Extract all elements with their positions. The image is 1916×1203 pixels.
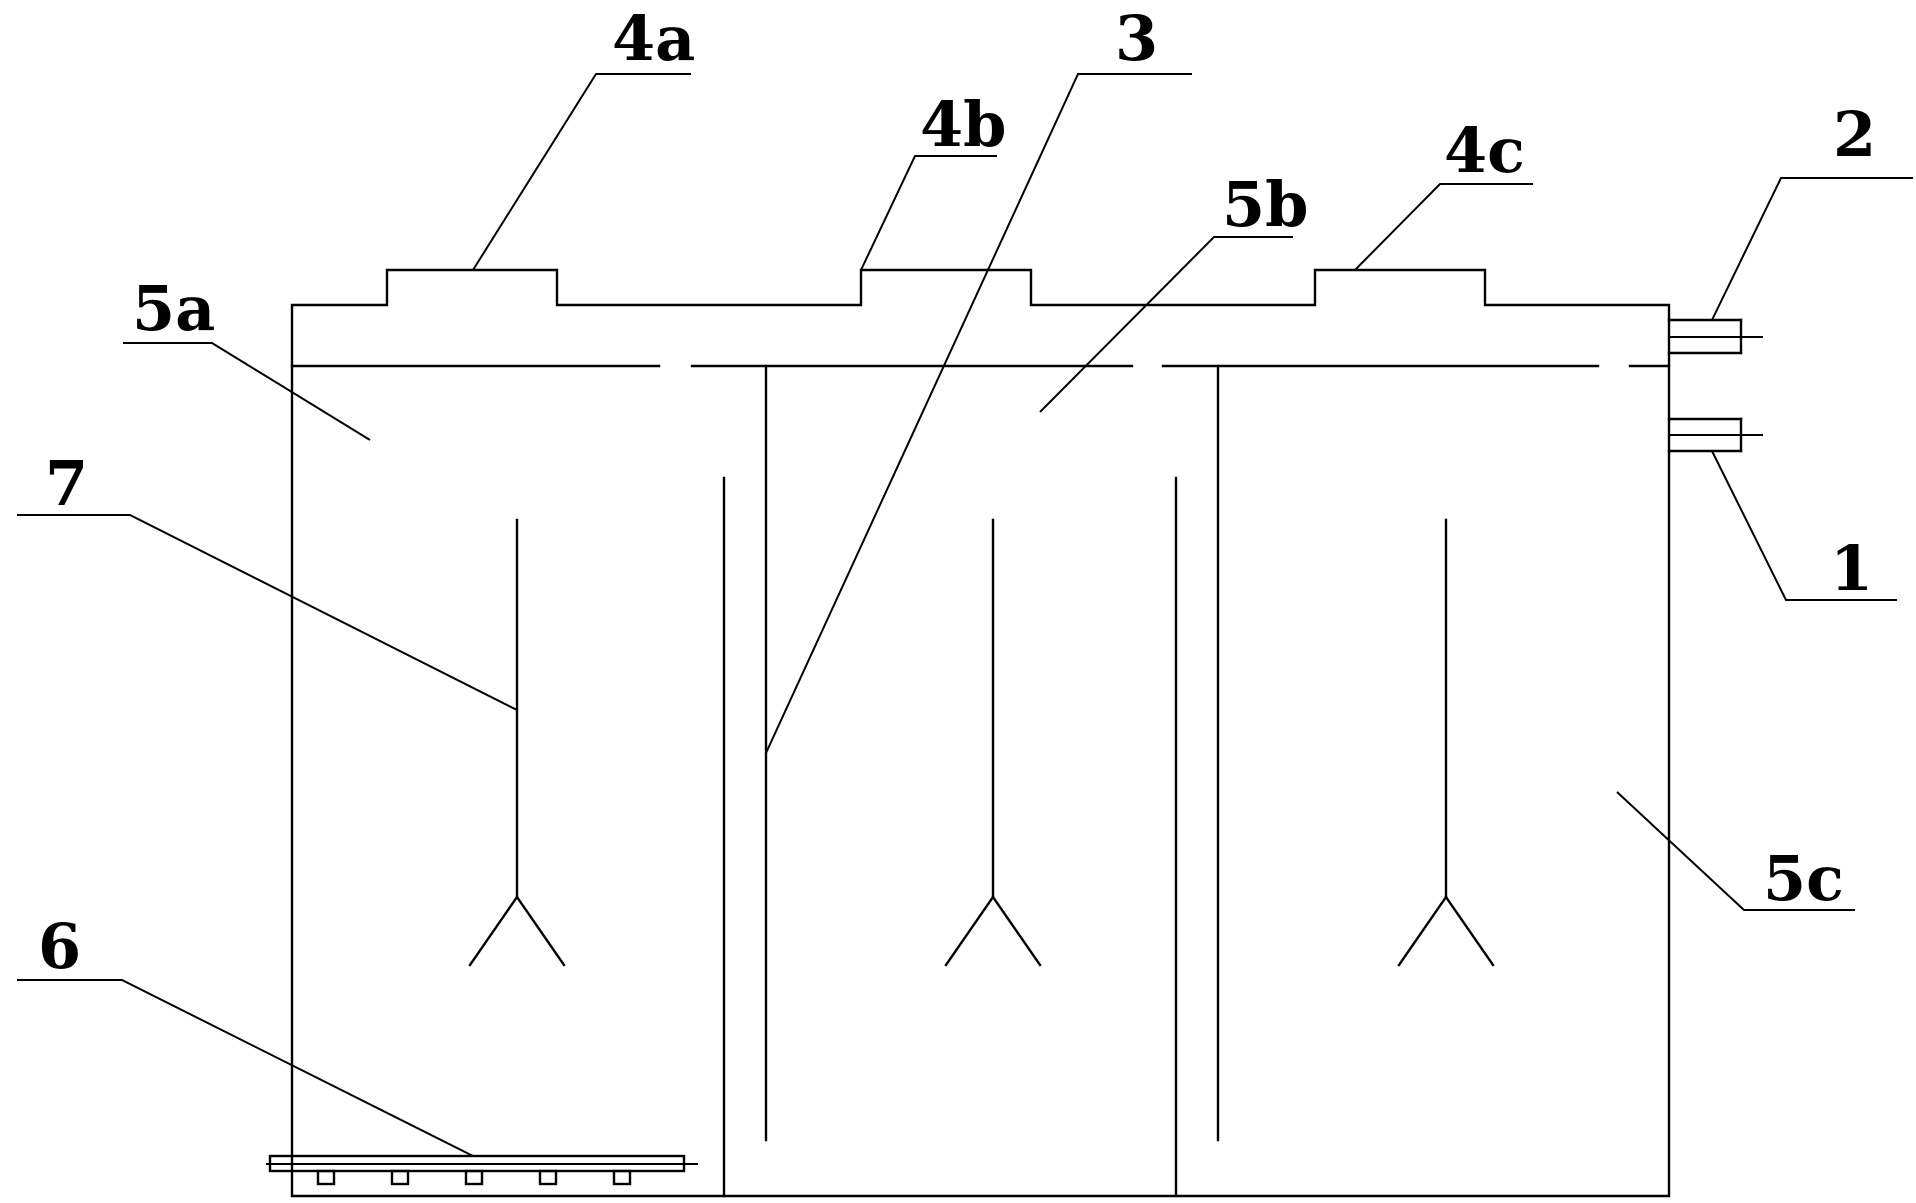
label-5b: 5b <box>1222 168 1309 241</box>
tank-outline <box>290 268 1671 1198</box>
label-4a: 4a <box>612 2 695 75</box>
tank-roof-outline <box>290 268 1671 1198</box>
label-3: 3 <box>1115 2 1158 75</box>
aeration-pipe <box>266 1154 698 1186</box>
leader-3 <box>765 73 1192 754</box>
partition-walls <box>722 364 1220 1198</box>
label-6: 6 <box>38 910 81 983</box>
label-5c: 5c <box>1763 842 1844 915</box>
leader-4b <box>860 155 997 271</box>
stirrer-b <box>944 518 1042 967</box>
leader-2 <box>1711 177 1913 321</box>
leader-6 <box>17 979 474 1157</box>
leader-5b <box>1039 236 1293 413</box>
outlet-pipe-upper <box>1667 318 1763 355</box>
label-2: 2 <box>1833 98 1876 171</box>
leader-5a <box>123 342 371 441</box>
label-7: 7 <box>45 447 88 520</box>
stirrer-c <box>1397 518 1495 967</box>
label-4b: 4b <box>920 88 1007 161</box>
leader-1 <box>1711 450 1897 601</box>
label-4c: 4c <box>1444 114 1525 187</box>
leader-7 <box>17 514 518 711</box>
leader-5c <box>1616 791 1855 911</box>
leader-4a <box>472 73 691 271</box>
leader-lines <box>17 73 1913 1157</box>
inlet-pipe-lower <box>1667 417 1763 453</box>
reference-labels: 4a 3 4b 4c 5b 2 5a 1 7 5c 6 <box>38 2 1876 983</box>
label-5a: 5a <box>132 272 215 345</box>
label-1: 1 <box>1830 532 1873 605</box>
leader-4c <box>1354 183 1533 271</box>
stirrer-a <box>468 518 566 967</box>
